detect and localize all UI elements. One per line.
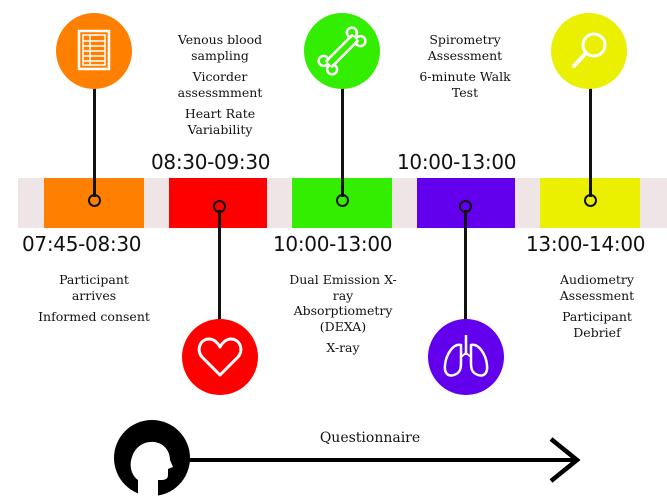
arrow-head-icon (545, 436, 585, 484)
stage-2-desc-1: Venous blood sampling (177, 32, 263, 63)
bone-icon (304, 13, 380, 89)
stage-4-desc-2: 6-minute Walk Test (419, 69, 511, 100)
stage-4-desc-1: Spirometry Assessment (427, 32, 503, 63)
stage-2-desc-2: Vicorder assessmment (177, 69, 263, 100)
stage-time-5: 13:00-14:00 (526, 232, 646, 256)
connector-dot-3 (336, 194, 349, 207)
stage-1-descriptions: Participant arrives Informed consent (20, 272, 168, 331)
questionnaire-label: Questionnaire (319, 430, 421, 446)
stage-2-descriptions: Venous blood sampling Vicorder assessmme… (165, 32, 275, 143)
stage-time-1: 07:45-08:30 (22, 232, 142, 256)
head-silhouette-icon (114, 418, 190, 497)
stage-time-3: 10:00-13:00 (273, 232, 393, 256)
stage-5-desc-1: Audiometry Assessment (559, 272, 635, 303)
stage-time-4: 10:00-13:00 (397, 150, 517, 174)
stage-1-desc-2: Informed consent (38, 309, 150, 324)
stage-3-descriptions: Dual Emission X-ray Absorptiometry (DEXA… (282, 272, 404, 362)
connector-dot-4 (459, 200, 472, 213)
connector-4 (464, 210, 467, 322)
stage-3-desc-1: Dual Emission X-ray Absorptiometry (DEXA… (289, 272, 397, 334)
connector-2 (218, 210, 221, 322)
stage-4-descriptions: Spirometry Assessment 6-minute Walk Test (406, 32, 524, 106)
lungs-icon (428, 319, 504, 395)
stage-3-desc-2: X-ray (326, 340, 360, 355)
connector-dot-5 (584, 194, 597, 207)
magnifier-icon (551, 13, 627, 89)
questionnaire-line (185, 458, 575, 462)
stage-1-desc-1: Participant arrives (59, 272, 129, 303)
document-icon (56, 13, 132, 89)
stage-5-descriptions: Audiometry Assessment Participant Debrie… (537, 272, 657, 346)
stage-time-2: 08:30-09:30 (151, 150, 271, 174)
connector-dot-1 (88, 194, 101, 207)
connector-5 (589, 88, 592, 197)
stage-5-desc-2: Participant Debrief (562, 309, 632, 340)
connector-dot-2 (213, 200, 226, 213)
heart-icon (182, 319, 258, 395)
connector-3 (341, 88, 344, 197)
stage-2-desc-3: Heart Rate Variability (184, 106, 256, 137)
connector-1 (93, 88, 96, 197)
